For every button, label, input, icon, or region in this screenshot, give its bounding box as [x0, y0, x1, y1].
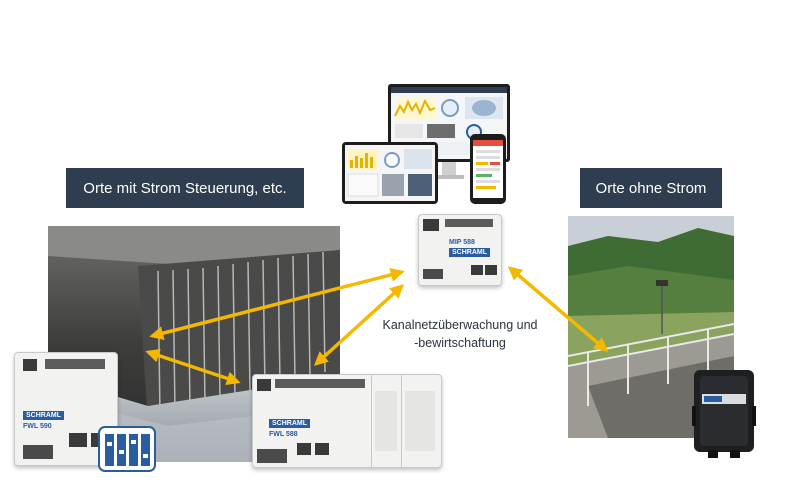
- device-fwl-588-brand: SCHRAML: [269, 419, 310, 428]
- device-fwl-590-brand: SCHRAML: [23, 411, 64, 420]
- device-fwl-590-model: FWL 590: [23, 423, 52, 430]
- photo-basin-landscape: [568, 216, 734, 438]
- device-mip-588-model: MIP 588: [449, 239, 475, 246]
- label-orte-mit-strom: Orte mit Strom Steuerung, etc.: [66, 168, 304, 208]
- arrow-photo-left-to-bottom: [145, 348, 241, 386]
- device-mip-588: MIP 588 SCHRAML: [418, 214, 502, 286]
- logger-modules-icon: [98, 426, 156, 472]
- caption-line-2: -bewirtschaftung: [414, 336, 506, 350]
- arrow-center-to-right: [507, 266, 609, 352]
- label-orte-ohne-strom-text: Orte ohne Strom: [595, 179, 707, 197]
- label-orte-ohne-strom: Orte ohne Strom: [580, 168, 722, 208]
- caption-kanalnetz: Kanalnetzüberwachung und -bewirtschaftun…: [380, 316, 540, 352]
- logger-case-icon: [690, 366, 758, 460]
- label-orte-mit-strom-text: Orte mit Strom Steuerung, etc.: [83, 179, 287, 197]
- bar-chart-icon: [350, 153, 373, 168]
- device-fwl-588-model: FWL 588: [269, 431, 298, 438]
- caption-line-1: Kanalnetzüberwachung und: [382, 318, 538, 332]
- arrow-photo-to-center: [149, 267, 405, 341]
- device-mip-588-brand: SCHRAML: [449, 248, 490, 257]
- device-fwl-588: SCHRAML FWL 588: [252, 374, 442, 468]
- arrow-center-to-bottom: [313, 284, 405, 366]
- dashboard-screens-icon: [340, 80, 515, 208]
